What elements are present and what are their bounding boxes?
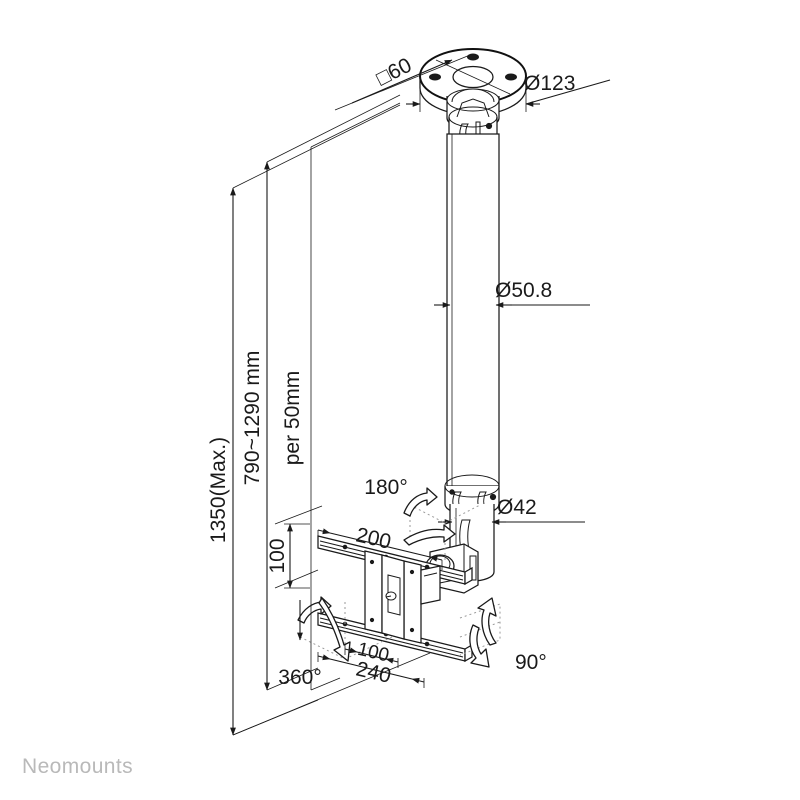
ceiling-plate-assembly: □60 Ø123: [334, 48, 611, 145]
height-increment-line: [310, 102, 401, 690]
bracket-plate-right: [403, 560, 422, 644]
tilt-angle-label: 90°: [515, 651, 547, 674]
plate-diameter-dimension: [406, 78, 611, 112]
roll-rotation-callout: [297, 596, 393, 662]
height-increment-label: per 50mm: [281, 371, 304, 466]
swivel-rotation-callout: [403, 487, 481, 560]
swivel-angle-label: 180°: [364, 476, 407, 499]
inner-tube-diameter-label: Ø42: [497, 496, 537, 519]
bracket-plate-left: [364, 550, 383, 634]
height-range-label: 790~1290 mm: [241, 351, 264, 486]
pole-top-collar: [446, 88, 500, 145]
bracket-width-dimension: [317, 652, 425, 688]
max-height-label: 1350(Max.): [207, 437, 230, 543]
bracket-centre-body: [381, 554, 405, 640]
tilt-rotation-callout: [459, 597, 501, 668]
bracket-pivot-knuckle: [420, 565, 441, 605]
height-range-dimension: [264, 94, 401, 691]
construction-lines: [232, 505, 341, 736]
plate-diameter-label: Ø123: [524, 72, 575, 95]
plate-hole-pattern-dimension: [334, 54, 471, 111]
plate-hole-pattern-label: □60: [373, 54, 416, 91]
vesa-horizontal-dimension: [344, 645, 399, 668]
vesa-vertical-label: 100: [266, 538, 289, 573]
brand-logo: Neomounts: [22, 755, 133, 778]
rail-length-dimension: [317, 528, 443, 570]
pole-diameter-label: Ø50.8: [495, 279, 552, 302]
vesa-vertical-dimension: [284, 523, 310, 589]
extension-pole: Ø50.8: [434, 133, 590, 487]
